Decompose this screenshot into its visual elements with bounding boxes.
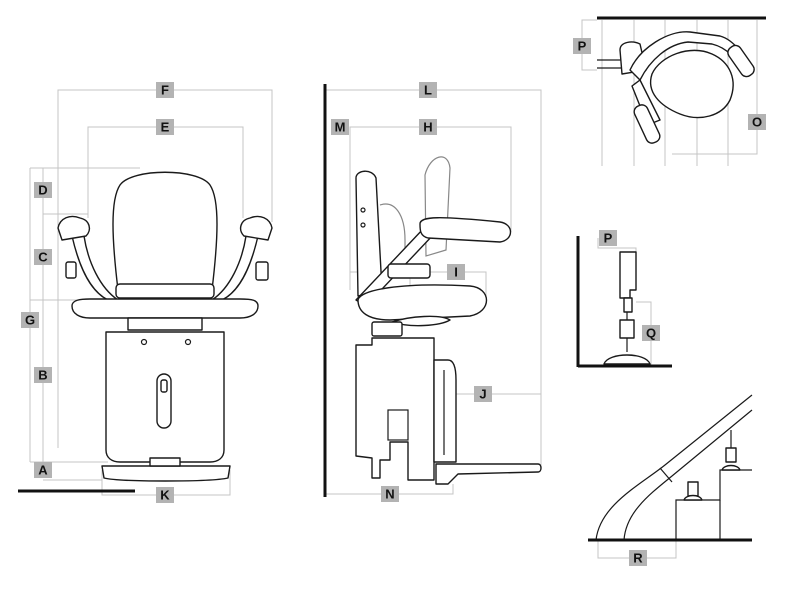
label-P-rail: P (599, 230, 617, 246)
label-R: R (629, 550, 647, 566)
stair-rail-view: R (588, 394, 753, 566)
svg-text:P: P (604, 231, 613, 246)
label-H: H (419, 119, 437, 135)
stair-steps (675, 469, 752, 540)
left-seatbelt-buckle (65, 261, 77, 279)
svg-text:D: D (38, 183, 47, 198)
side-armrest (419, 217, 512, 243)
side-backrest (355, 170, 383, 297)
svg-text:O: O (752, 115, 762, 130)
side-seat (357, 284, 487, 321)
svg-text:J: J (479, 387, 486, 402)
svg-text:I: I (454, 265, 458, 280)
rail-upper-edge (595, 394, 753, 541)
left-armrest-knob (57, 215, 91, 241)
svg-text:A: A (38, 463, 48, 478)
label-E: E (156, 119, 174, 135)
svg-text:R: R (633, 551, 643, 566)
label-L: L (419, 82, 437, 98)
label-K: K (156, 487, 174, 503)
svg-text:B: B (38, 368, 47, 383)
seat-cushion (115, 283, 215, 299)
side-view: L M H I J N (323, 82, 542, 502)
svg-text:F: F (161, 83, 169, 98)
rail-profile (619, 251, 637, 299)
label-P-top: P (573, 38, 591, 54)
label-O: O (748, 114, 766, 130)
footrest (101, 465, 231, 482)
side-dimension-lines (325, 89, 542, 495)
svg-text:E: E (161, 120, 170, 135)
rail-detail: P Q (576, 230, 672, 368)
top-left-armrest (633, 104, 661, 144)
svg-text:M: M (335, 120, 346, 135)
rail-cover (433, 359, 457, 463)
svg-text:G: G (25, 313, 35, 328)
svg-text:Q: Q (646, 326, 656, 341)
folded-backrest-outline (424, 156, 451, 257)
side-footrest (435, 463, 542, 485)
front-view: F E D C G B A K (18, 82, 273, 503)
label-I: I (447, 264, 465, 280)
label-Q: Q (642, 325, 660, 341)
right-arm (211, 235, 259, 301)
svg-text:C: C (38, 250, 48, 265)
label-J: J (474, 386, 492, 402)
label-D: D (34, 182, 52, 198)
label-F: F (156, 82, 174, 98)
svg-text:L: L (424, 83, 432, 98)
rail-lower-edge (623, 409, 753, 541)
label-A: A (34, 462, 52, 478)
svg-text:P: P (578, 39, 587, 54)
seat-swivel (127, 317, 203, 331)
rail-leg-1 (687, 481, 699, 497)
seat-control (387, 263, 431, 279)
side-carriage (355, 337, 435, 481)
right-armrest-knob (239, 215, 273, 241)
top-right-armrest (727, 44, 755, 78)
label-C: C (34, 249, 52, 265)
label-B: B (34, 367, 52, 383)
label-M: M (331, 119, 349, 135)
label-N: N (381, 486, 399, 502)
seat (71, 298, 259, 319)
svg-text:N: N (385, 487, 394, 502)
svg-text:H: H (423, 120, 432, 135)
rail-leg-2 (725, 447, 737, 463)
left-arm (71, 235, 119, 301)
right-seatbelt-buckle (255, 261, 269, 281)
top-seat (649, 49, 734, 119)
rail-foot (603, 354, 651, 365)
backrest (112, 171, 218, 291)
top-view: P O (573, 16, 766, 166)
svg-text:K: K (160, 488, 170, 503)
label-G: G (21, 312, 39, 328)
